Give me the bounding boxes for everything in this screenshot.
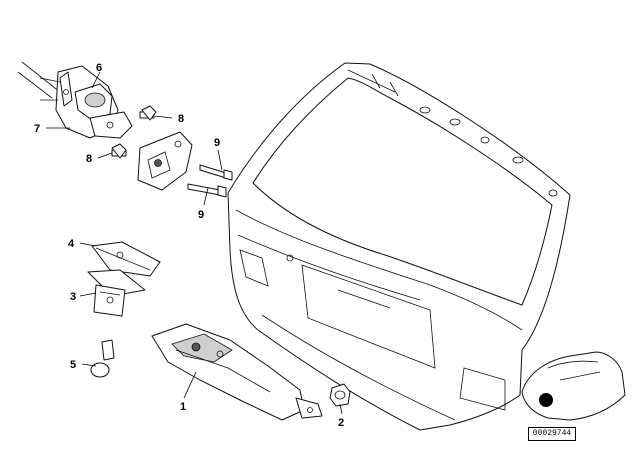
cover-plate-4 (91, 241, 161, 277)
bushing-2 (329, 383, 351, 407)
lock-bracket-3 (87, 269, 146, 317)
screw-8-upper (139, 105, 157, 121)
callout-9-lower: 9 (198, 209, 204, 221)
callout-4: 4 (68, 238, 75, 250)
tailgate (227, 62, 571, 431)
callout-1: 1 (180, 401, 186, 413)
callout-8-upper: 8 (178, 113, 184, 125)
callout-2: 2 (338, 417, 344, 429)
screw-5 (90, 339, 115, 378)
wiper-motor-assembly (17, 61, 133, 139)
location-marker-icon (539, 393, 553, 407)
callout-5: 5 (70, 359, 76, 371)
latch-assembly-1 (151, 323, 323, 421)
diagram-reference-code: 00029744 (528, 427, 576, 441)
callout-3: 3 (70, 291, 76, 303)
bolt-9-lower (187, 183, 227, 198)
mounting-bracket (137, 131, 193, 191)
bolt-9-upper (199, 164, 233, 181)
callout-6: 6 (96, 62, 102, 74)
screw-8-lower (111, 143, 127, 159)
leader-lines (46, 71, 343, 415)
callout-8-lower: 8 (86, 153, 92, 165)
callout-labels: 6 7 8 8 9 9 4 3 5 1 2 (34, 62, 344, 429)
callout-7: 7 (34, 123, 40, 135)
vehicle-thumbnail (521, 351, 626, 421)
callout-9-upper: 9 (214, 137, 220, 149)
